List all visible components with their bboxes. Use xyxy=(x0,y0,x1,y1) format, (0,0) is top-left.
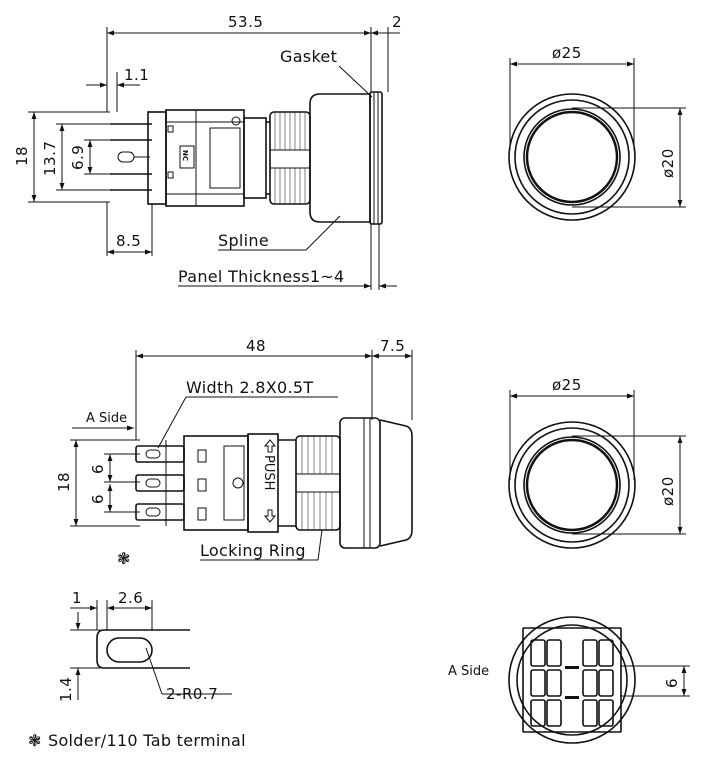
dim-mid-height: 18 xyxy=(55,472,73,492)
dim-tab-thickness: 1.4 xyxy=(57,677,75,702)
dim-mid-outer-diameter: ø25 xyxy=(552,376,582,394)
rear-terminal-grid xyxy=(530,639,614,727)
dim-mid-bezel: 7.5 xyxy=(380,337,405,355)
dim-pin-offset: 1.1 xyxy=(124,66,149,84)
label-locking-ring: Locking Ring xyxy=(200,541,306,560)
dim-mid-inner-diameter: ø20 xyxy=(659,476,677,506)
contact-mark: NC xyxy=(181,150,189,161)
terminal-pins xyxy=(110,123,152,191)
dim-pitch-2: 6 xyxy=(89,494,107,504)
mid-front-view: ø25 ø20 xyxy=(508,376,686,549)
locking-ring xyxy=(278,435,341,531)
top-side-view: 53.5 2 1.1 18 13.7 6.9 xyxy=(13,13,402,290)
dim-bezel: 2 xyxy=(392,13,402,31)
dim-mid-length: 48 xyxy=(246,337,266,355)
dim-rear-pitch: 6 xyxy=(663,678,681,688)
spline-ring xyxy=(269,111,311,205)
dim-tab-radius: 2-R0.7 xyxy=(166,685,218,703)
label-gasket: Gasket xyxy=(280,47,337,66)
dim-outer-diameter: ø25 xyxy=(552,44,582,62)
push-label: PUSH xyxy=(261,455,276,490)
mid-button-head xyxy=(339,417,413,549)
switch-body: NC xyxy=(147,109,270,207)
label-panel-thickness: Panel Thickness1~4 xyxy=(178,267,345,286)
top-front-view: ø25 ø20 xyxy=(508,44,686,221)
mid-side-view: 48 7.5 Width 2.8X0.5T A Side 18 6 6 xyxy=(55,337,413,568)
tab-detail-view: 1 2.6 1.4 2-R0.7 xyxy=(57,589,232,703)
mid-switch-body: PUSH xyxy=(183,433,279,533)
label-spline: Spline xyxy=(218,231,269,250)
tab-terminals xyxy=(135,440,185,526)
dim-tab-offset: 1 xyxy=(72,589,82,607)
label-tab-width: Width 2.8X0.5T xyxy=(186,378,313,397)
label-a-side: A Side xyxy=(86,411,127,426)
footnote-symbol: ❃ xyxy=(28,731,42,750)
dim-tail: 8.5 xyxy=(116,232,141,250)
dim-pitch-1: 6 xyxy=(89,464,107,474)
footnote: ❃ Solder/110 Tab terminal xyxy=(28,731,246,750)
rear-view: A Side 6 xyxy=(448,616,690,744)
button-head xyxy=(309,91,383,225)
dim-height-center: 6.9 xyxy=(69,145,87,170)
dim-tab-hole: 2.6 xyxy=(118,589,143,607)
dim-height-pins: 13.7 xyxy=(41,141,59,176)
footnote-text: Solder/110 Tab terminal xyxy=(48,731,246,750)
dim-height-outer: 18 xyxy=(13,146,31,166)
dim-inner-diameter: ø20 xyxy=(659,148,677,178)
footnote-marker: ❃ xyxy=(117,549,131,568)
rear-label-a-side: A Side xyxy=(448,664,489,679)
dim-length: 53.5 xyxy=(228,13,263,31)
